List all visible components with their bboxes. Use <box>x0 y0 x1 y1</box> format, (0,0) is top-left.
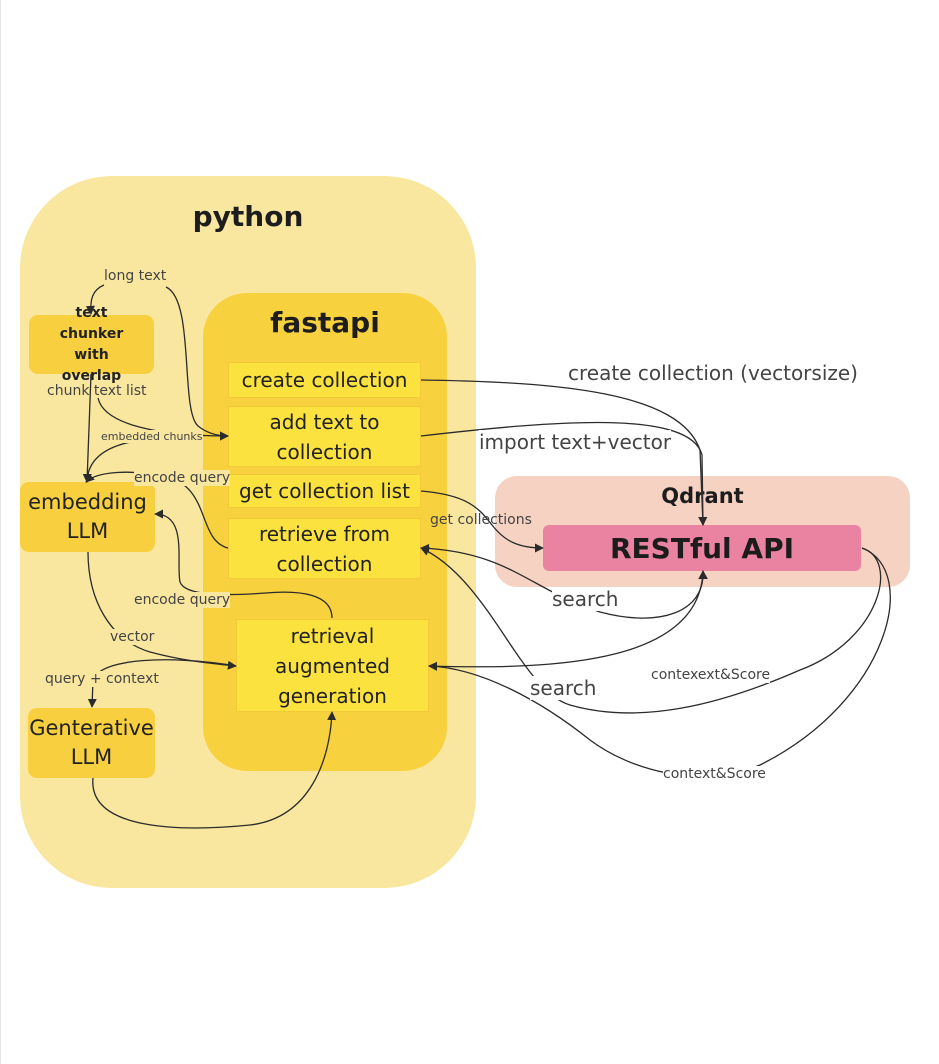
restful-api-label: RESTful API <box>609 531 795 565</box>
label-contexext-score: contexext&Score <box>651 667 771 683</box>
embedding-llm-node[interactable]: embedding LLM <box>20 482 155 552</box>
label-context-score: context&Score <box>663 766 766 782</box>
create-collection-label: create collection <box>241 368 408 392</box>
page-left-border <box>0 0 1 1064</box>
label-encode-query-2: encode query <box>134 592 231 608</box>
python-group-title: python <box>192 200 304 233</box>
label-long-text: long text <box>104 268 167 284</box>
label-query-context: query + context <box>45 671 159 687</box>
embedding-llm-label: embedding LLM <box>28 490 147 543</box>
retrieve-node[interactable]: retrieve from collection <box>228 518 421 579</box>
add-text-label: add text to collection <box>269 409 380 464</box>
retrieve-label: retrieve from collection <box>258 521 391 576</box>
text-chunker-node[interactable]: text chunker with overlap <box>29 305 154 384</box>
label-create-collection-vectorsize: create collection (vectorsize) <box>568 361 858 385</box>
restful-api-node[interactable]: RESTful API <box>543 525 861 571</box>
label-import-text-vector: import text+vector <box>479 430 672 454</box>
label-search-2: search <box>530 676 597 700</box>
label-get-collections: get collections <box>430 512 532 528</box>
generative-llm-node[interactable]: Genterative LLM <box>28 708 155 778</box>
fastapi-group-title: fastapi <box>270 306 380 339</box>
create-collection-node[interactable]: create collection <box>228 362 421 398</box>
get-collection-list-label: get collection list <box>239 479 410 503</box>
add-text-node[interactable]: add text to collection <box>228 406 421 467</box>
rag-label: retrieval augmented generation <box>275 623 390 708</box>
label-chunk-text-list: chunk text list <box>47 383 147 399</box>
qdrant-group-title: Qdrant <box>661 484 744 508</box>
label-embedded-chunks: embedded chunks <box>101 430 203 443</box>
get-collection-list-node[interactable]: get collection list <box>228 474 421 508</box>
label-vector: vector <box>110 629 155 645</box>
rag-node[interactable]: retrieval augmented generation <box>236 619 429 712</box>
label-search-1: search <box>552 587 619 611</box>
generative-llm-label: Genterative LLM <box>29 716 154 769</box>
text-chunker-label: text chunker with overlap <box>59 304 124 384</box>
label-encode-query-1: encode query <box>134 470 231 486</box>
